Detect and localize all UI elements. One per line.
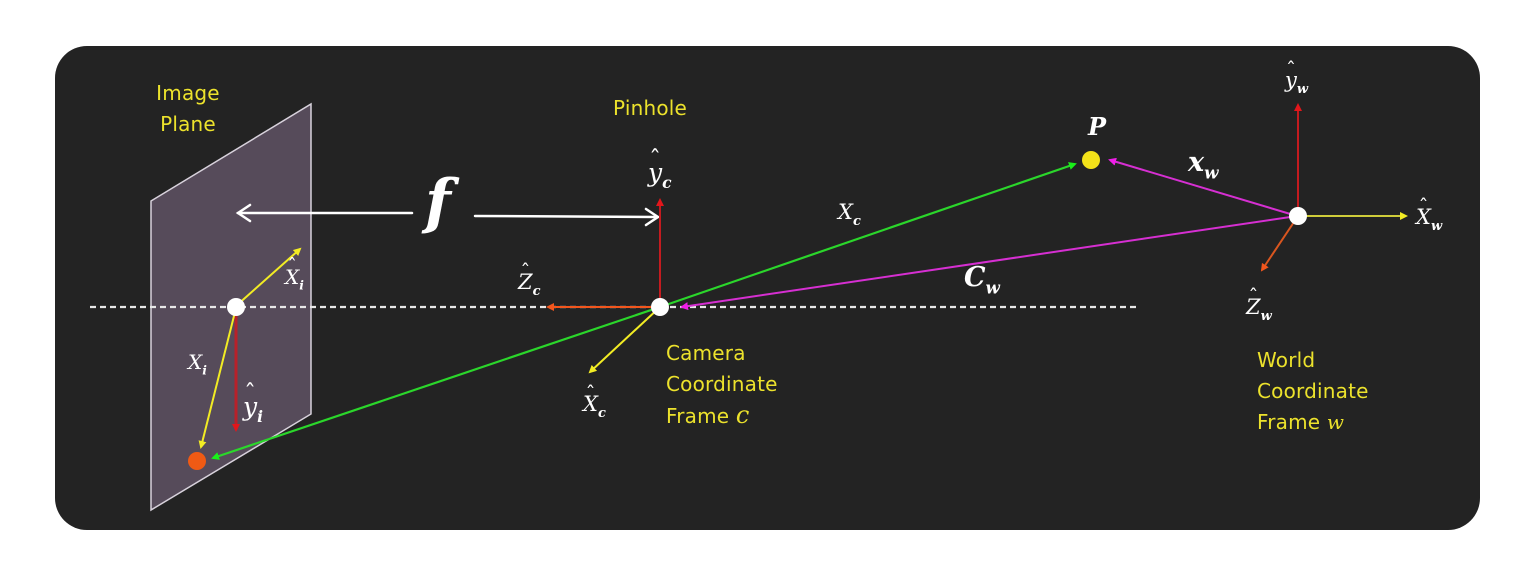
xi-vector-label: Xi xyxy=(188,350,207,378)
xc-vector-label: Xc xyxy=(838,200,861,229)
world-x-axis-label: Xw xyxy=(1416,205,1442,234)
image-center-point xyxy=(227,298,245,316)
camera-z-axis-label: Zc xyxy=(518,270,541,299)
pinhole-camera-origin xyxy=(651,298,669,316)
image-point-vector-arrow xyxy=(198,307,237,449)
projected-image-point xyxy=(188,452,206,470)
pinhole-caption: Pinhole xyxy=(613,96,688,120)
camera-frame-caption: Camera Coordinate Frame c xyxy=(666,341,778,429)
camera-ray-xc xyxy=(659,162,1077,309)
world-z-axis-label: Zw xyxy=(1246,295,1272,324)
world-point-p xyxy=(1082,151,1100,169)
world-y-axis-label: yw xyxy=(1285,68,1308,97)
camera-x-axis-arrow xyxy=(588,306,661,374)
projection-ray-to-image xyxy=(211,305,661,460)
image-y-axis-label: yi xyxy=(243,392,263,426)
world-vector-xw xyxy=(1108,157,1298,217)
point-p-label: P xyxy=(1088,112,1107,141)
xw-vector-label: xw xyxy=(1188,147,1219,183)
focal-length-label: f xyxy=(425,167,451,237)
camera-frame-symbol: c xyxy=(735,401,750,429)
image-plane-caption: Image Plane xyxy=(156,81,220,136)
world-frame-symbol: w xyxy=(1326,410,1345,434)
camera-y-axis-label: yc xyxy=(648,158,672,192)
world-frame-caption: World Coordinate Frame w xyxy=(1257,348,1369,434)
focal-length-arrow xyxy=(235,203,661,227)
world-origin xyxy=(1289,207,1307,225)
camera-x-axis-label: Xc xyxy=(583,392,606,421)
image-x-axis-label: Xi xyxy=(285,265,304,293)
world-z-axis-arrow xyxy=(1260,215,1299,272)
world-vector-cw xyxy=(680,215,1298,311)
cw-vector-label: Cw xyxy=(964,262,1000,298)
